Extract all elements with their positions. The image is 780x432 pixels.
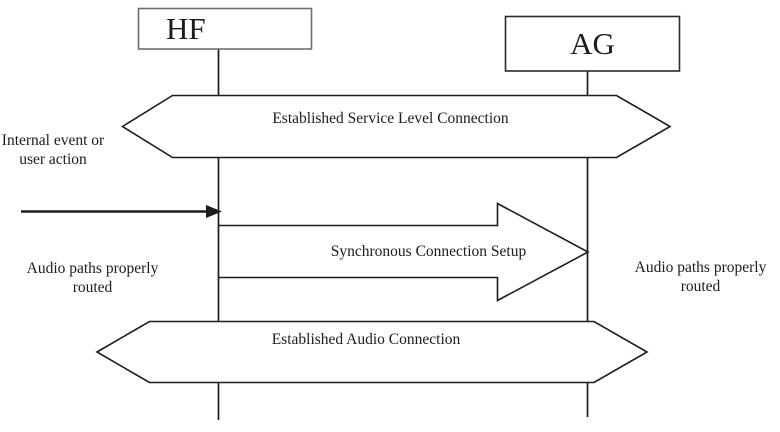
audio-routed-note-right: Audio paths properly routed	[620, 258, 780, 296]
audio-routed-note-left-line1: Audio paths properly	[26, 260, 159, 277]
internal-event-note-line2: user action	[19, 151, 87, 168]
audio-connection-hexagon	[95, 320, 649, 384]
internal-event-arrowhead	[206, 205, 222, 218]
audio-routed-note-left-line2: routed	[72, 279, 113, 296]
ag-actor-box	[504, 15, 681, 72]
audio-routed-note-left: Audio paths properly routed	[12, 259, 173, 297]
audio-routed-note-right-line2: routed	[680, 278, 721, 295]
hf-actor-label: HF	[166, 11, 206, 46]
internal-event-note: Internal event or user action	[0, 131, 106, 169]
service-level-connection-label: Established Service Level Connection	[272, 110, 509, 127]
internal-event-note-line1: Internal event or	[1, 132, 105, 149]
service-level-connection-hexagon	[120, 94, 672, 159]
audio-connection-label: Established Audio Connection	[271, 331, 461, 348]
hf-actor-box	[137, 7, 313, 50]
sync-setup-label: Synchronous Connection Setup	[330, 243, 527, 260]
ag-actor-label: AG	[570, 26, 615, 61]
audio-routed-note-right-line1: Audio paths properly	[634, 259, 767, 276]
